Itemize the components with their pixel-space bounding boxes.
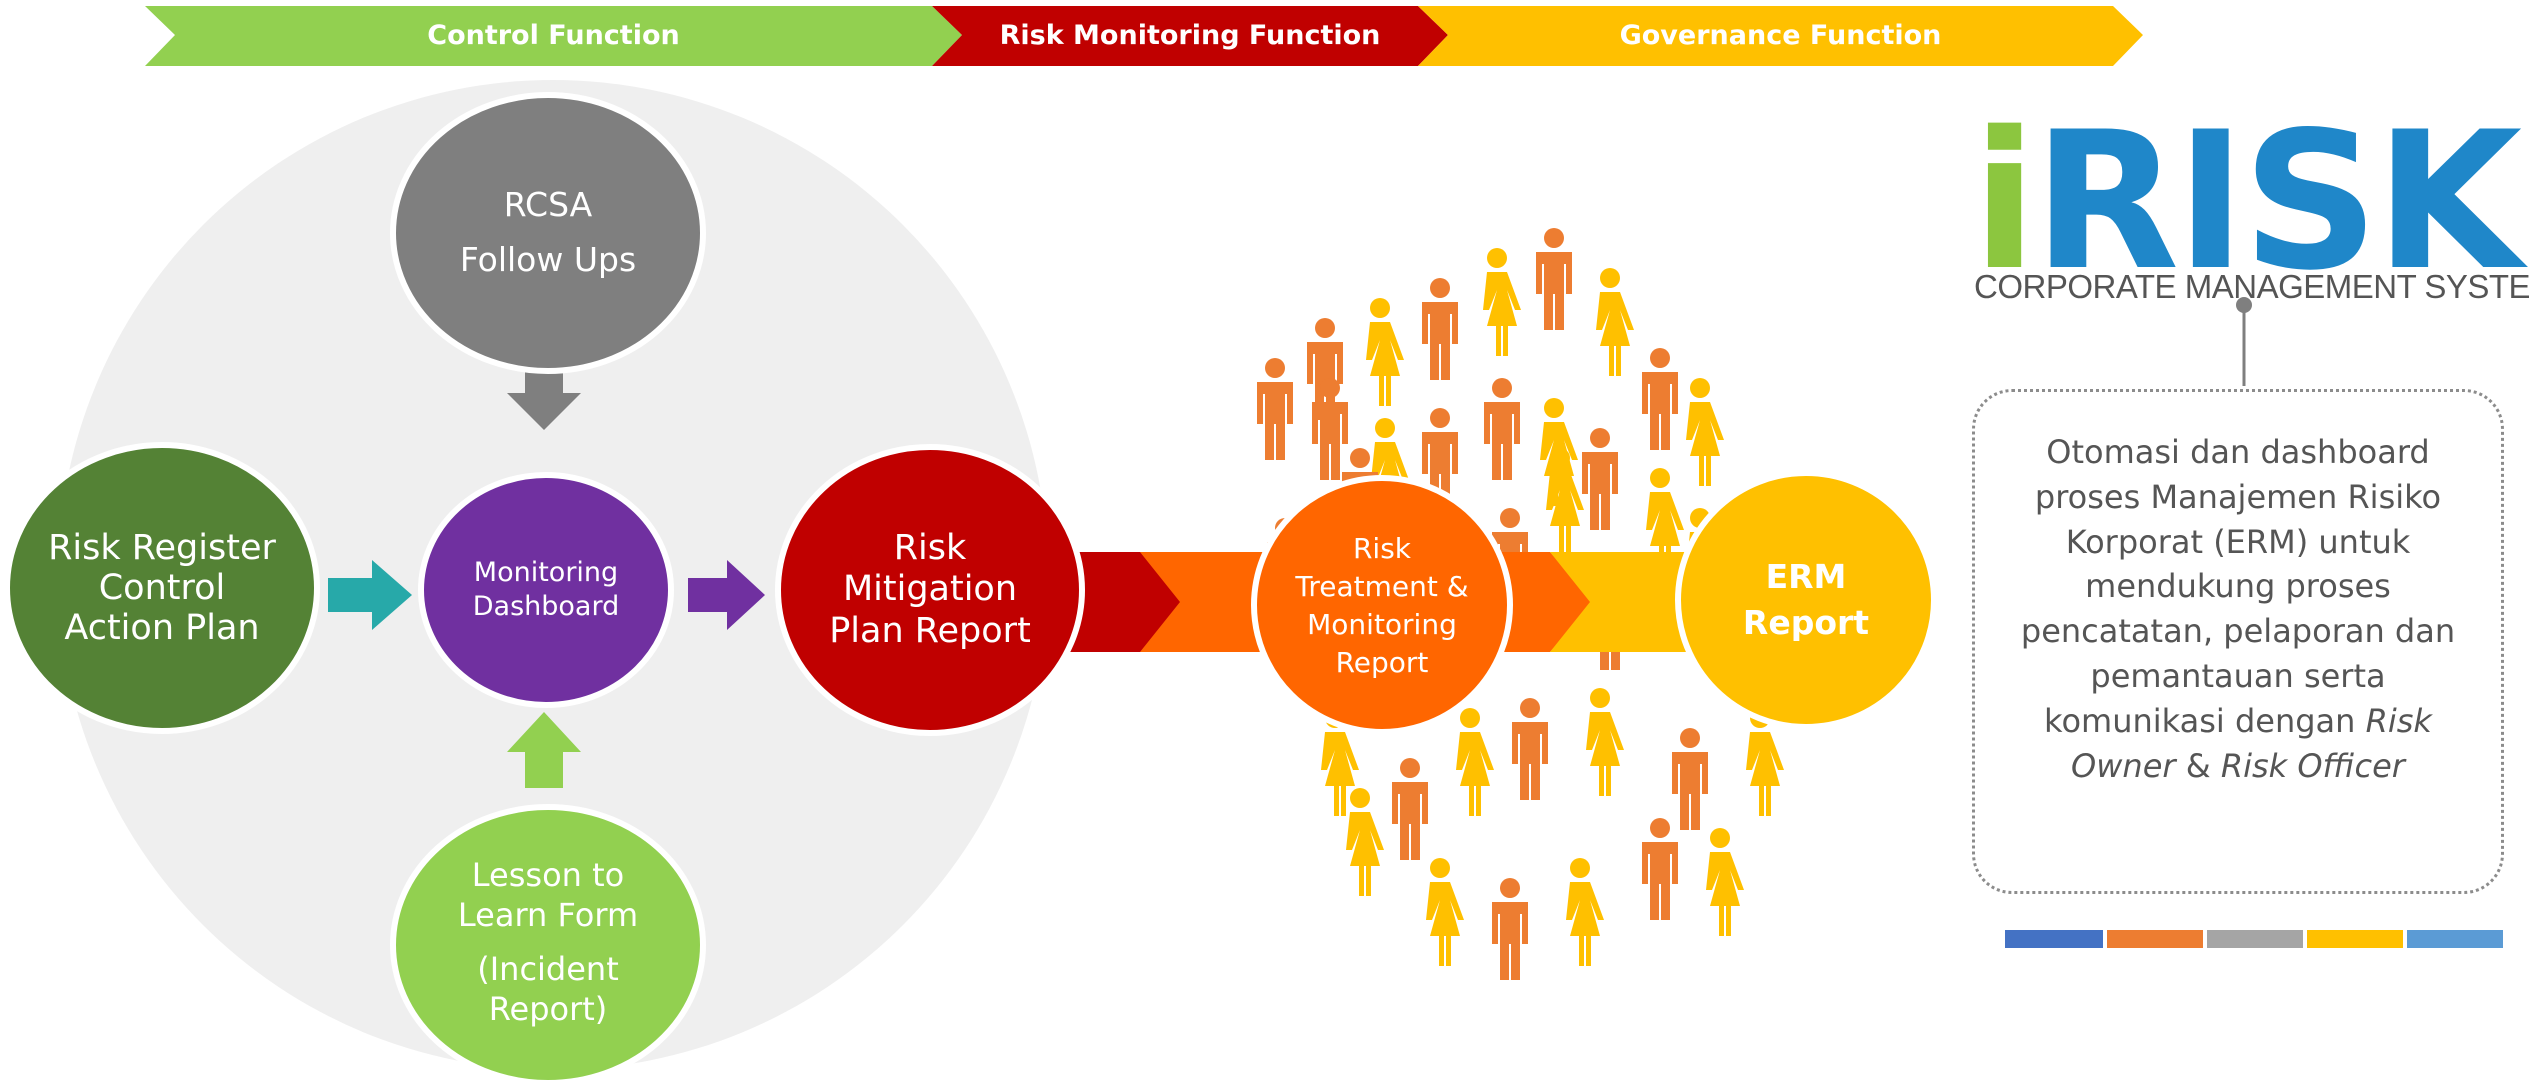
description-and: & [2185, 746, 2211, 785]
person-icon [1456, 708, 1494, 816]
banner-risk-monitoring-label: Risk Monitoring Function [999, 19, 1381, 51]
person-icon [1672, 728, 1708, 830]
erm-report-node [1675, 470, 1937, 730]
description-text: Otomasi dan dashboard proses Manajemen R… [2003, 430, 2473, 788]
banner-risk-monitoring-shape [932, 6, 1448, 66]
person-icon [1346, 788, 1384, 896]
banner-control-shape [145, 6, 962, 66]
logo-connector-dot [2236, 297, 2252, 313]
person-icon [1586, 688, 1624, 796]
person-icon [1483, 248, 1521, 356]
person-icon [1596, 268, 1634, 376]
person-icon [1642, 348, 1678, 450]
legend-bar-2 [2107, 930, 2203, 948]
banner-governance-shape [1418, 6, 2143, 66]
description-italic-1: Risk Owner [2071, 701, 2432, 785]
description-italic-2: Risk Officer [2220, 746, 2405, 785]
person-icon [1492, 878, 1528, 980]
person-icon [1536, 228, 1572, 330]
arrow-up-green [507, 712, 581, 788]
banner-governance-label: Governance Function [1619, 19, 1942, 51]
description-plain: Otomasi dan dashboard proses Manajemen R… [2020, 433, 2456, 740]
person-icon [1706, 828, 1744, 936]
person-icon [1392, 758, 1428, 860]
person-icon [1582, 428, 1618, 530]
risk-mitigation-node [775, 444, 1085, 736]
person-icon [1422, 278, 1458, 380]
person-icon [1312, 378, 1348, 480]
legend-bar-5 [2407, 930, 2503, 948]
logo-subtitle: CORPORATE MANAGEMENT SYSTEM [1974, 268, 2529, 305]
logo-i: i [1972, 91, 2037, 312]
arrow-right-purple [688, 560, 765, 630]
person-icon [1646, 468, 1684, 576]
logo-risk: RISK [2033, 91, 2522, 312]
banner-control-label: Control Function [427, 19, 680, 51]
person-icon [1566, 858, 1604, 966]
person-icon [1546, 448, 1584, 556]
arrow-right-teal [328, 560, 412, 630]
legend-bar-3 [2207, 930, 2303, 948]
risk-register-node [4, 442, 320, 734]
lesson-learn-node [390, 804, 706, 1086]
person-icon [1426, 858, 1464, 966]
chevron-yellow [1550, 552, 1690, 652]
person-icon [1484, 378, 1520, 480]
legend-bar-1 [2005, 930, 2103, 948]
rcsa-node [390, 92, 706, 374]
chevron-red [1070, 552, 1185, 652]
risk-treatment-node [1251, 475, 1513, 735]
irisk-logo: iRISK CORPORATE MANAGEMENT SYSTEM [1972, 107, 2529, 312]
monitoring-dashboard-node [418, 472, 674, 708]
person-icon [1257, 358, 1293, 460]
person-icon [1366, 298, 1404, 406]
person-icon [1512, 698, 1548, 800]
logo-wordmark: iRISK [1972, 107, 2522, 297]
person-icon [1642, 818, 1678, 920]
legend-bar-4 [2307, 930, 2403, 948]
description-box: Otomasi dan dashboard proses Manajemen R… [1972, 389, 2504, 894]
person-icon [1686, 378, 1724, 486]
